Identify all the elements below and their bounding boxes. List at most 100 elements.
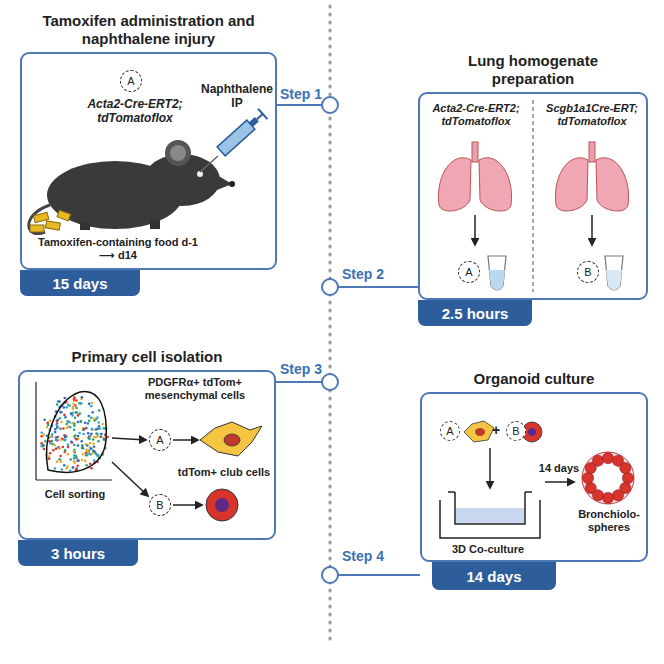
illustration-circle	[59, 417, 62, 420]
illustration-circle	[83, 428, 86, 431]
illustration-circle	[528, 428, 536, 436]
illustration-circle	[98, 409, 101, 412]
illustration-g	[216, 109, 267, 157]
group-circle: A	[440, 421, 460, 441]
illustration-circle	[91, 411, 94, 414]
illustration-circle	[56, 426, 59, 429]
illustration-circle	[55, 436, 58, 439]
arrow	[173, 439, 198, 441]
illustration-line	[200, 156, 218, 172]
illustration-circle	[80, 440, 83, 443]
illustration-circle	[52, 449, 55, 452]
illustration-circle	[86, 444, 89, 447]
illustration-circle	[74, 434, 77, 437]
illustration-circle	[66, 426, 69, 429]
illustration-circle	[50, 435, 53, 438]
illustration-circle	[46, 426, 49, 429]
arrow	[112, 438, 146, 440]
transwell	[440, 492, 540, 538]
illustration-rect	[472, 142, 478, 162]
illustration-circle	[68, 421, 71, 424]
illustration-path	[29, 205, 50, 234]
illustration-circle	[88, 420, 91, 423]
illustration-circle	[81, 396, 84, 399]
illustration-circle	[58, 458, 61, 461]
illustration-circle	[100, 433, 103, 436]
group-letter: B	[584, 266, 591, 278]
illustration-ellipse	[475, 428, 485, 436]
illustration-circle	[87, 432, 90, 435]
illustration-circle	[79, 420, 82, 423]
illustration-circle	[95, 428, 98, 431]
diet-label: Tamoxifen-containing food d-1 ⟶ d14	[32, 236, 204, 262]
organoid-label: Bronchiolo-spheres	[570, 508, 648, 534]
illustration-path	[212, 172, 232, 192]
step-dot	[322, 374, 338, 390]
illustration-circle	[100, 433, 103, 436]
illustration-circle	[87, 450, 90, 453]
illustration-rect	[45, 221, 60, 230]
illustration-circle	[51, 433, 54, 436]
illustration-g	[583, 453, 634, 504]
illustration-circle	[62, 427, 65, 430]
illustration-circle	[59, 447, 62, 450]
cell-label: tdTom+ club cells	[172, 466, 276, 479]
illustration-circle	[77, 414, 80, 417]
mesenchymal-cell	[200, 422, 262, 456]
illustration-circle	[82, 433, 85, 436]
illustration-circle	[53, 444, 56, 447]
group-letter: A	[156, 434, 163, 446]
illustration-path	[489, 270, 505, 290]
illustration-circle	[73, 444, 76, 447]
step-connector	[277, 104, 322, 106]
illustration-circle	[84, 459, 87, 462]
illustration-circle	[63, 439, 66, 442]
illustration-circle	[56, 403, 59, 406]
illustration-circle	[82, 447, 85, 450]
method-label: Cell sorting	[22, 488, 128, 501]
illustration-circle	[59, 411, 62, 414]
illustration-circle	[66, 423, 69, 426]
illustration-circle	[82, 453, 85, 456]
illustration-circle	[603, 453, 614, 464]
illustration-circle	[77, 421, 80, 424]
illustration-circle	[82, 429, 85, 432]
illustration-circle	[92, 449, 95, 452]
illustration-line	[257, 114, 263, 119]
illustration-circle	[613, 490, 624, 501]
illustration-rect	[80, 222, 90, 230]
illustration-circle	[97, 421, 100, 424]
illustration-circle	[54, 431, 57, 434]
illustration-circle	[68, 404, 71, 407]
lungs	[555, 142, 628, 211]
illustration-circle	[215, 498, 229, 512]
illustration-circle	[70, 412, 73, 415]
illustration-circle	[56, 419, 59, 422]
illustration-circle	[59, 455, 62, 458]
syringe	[200, 109, 267, 172]
step-dot	[322, 567, 338, 583]
illustration-circle	[73, 450, 76, 453]
illustration-circle	[73, 451, 76, 454]
illustration-rect	[150, 220, 160, 229]
illustration-circle	[63, 397, 66, 400]
illustration-circle	[66, 465, 69, 468]
illustration-circle	[65, 406, 68, 409]
arrow	[591, 215, 593, 245]
illustration-rect	[57, 210, 71, 221]
illustration-circle	[60, 411, 63, 414]
illustration-circle	[92, 438, 95, 441]
illustration-circle	[81, 444, 84, 447]
illustration-circle	[74, 404, 77, 407]
illustration-circle	[47, 455, 50, 458]
illustration-circle	[90, 405, 93, 408]
arrow	[545, 481, 574, 483]
illustration-circle	[88, 438, 91, 441]
mesenchymal-cell	[464, 421, 494, 442]
illustration-circle	[75, 407, 78, 410]
cell-label: PDGFRα+ tdTom+ mesenchymal cells	[116, 376, 274, 402]
illustration-circle	[583, 473, 594, 484]
illustration-ellipse	[224, 434, 240, 446]
illustration-circle	[90, 447, 93, 450]
illustration-circle	[71, 441, 74, 444]
